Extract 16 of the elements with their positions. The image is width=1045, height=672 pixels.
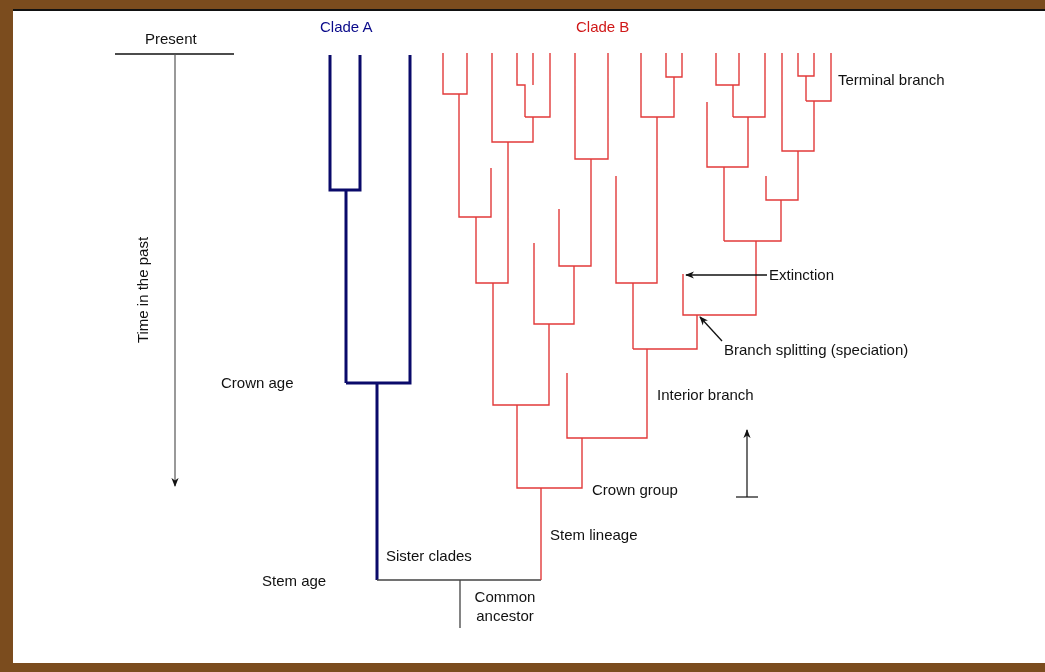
leader-arrow [685, 271, 768, 279]
annotation-label: Sister clades [386, 547, 472, 565]
axis-label: Time in the past [134, 236, 153, 344]
annotation-label: Stem lineage [550, 526, 638, 544]
annotation-label: Extinction [769, 266, 835, 284]
annotation-label: Crown age [221, 374, 294, 392]
leader-arrow [699, 316, 723, 342]
annotation-label: Crown group [592, 481, 678, 499]
annotation-label: Interior branch [657, 386, 754, 404]
annotation-label: Branch splitting (speciation) [724, 341, 909, 359]
annotation-label: Common ancestor [473, 587, 537, 625]
clade-label: Clade A [320, 18, 373, 36]
annotation-label: Terminal branch [838, 71, 945, 89]
axis-label: Present [145, 30, 197, 48]
annotation-label: Stem age [262, 572, 327, 590]
clade-label: Clade B [576, 18, 630, 36]
